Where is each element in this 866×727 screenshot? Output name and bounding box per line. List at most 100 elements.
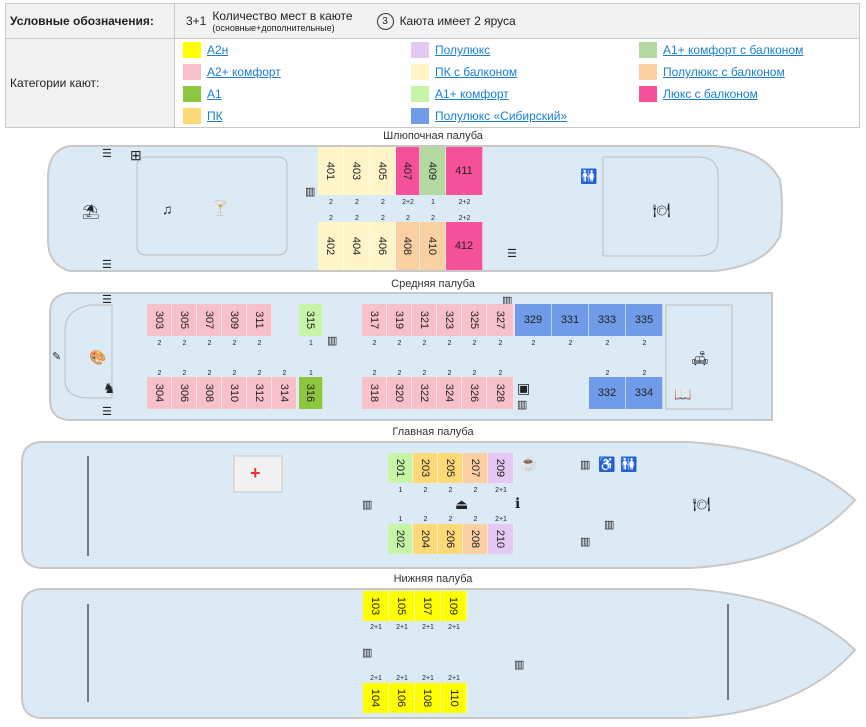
- palette-icon: 🎨: [89, 349, 107, 365]
- cabin-103[interactable]: 103: [363, 591, 389, 621]
- cabin-210[interactable]: 210: [488, 524, 514, 554]
- cabin-207[interactable]: 207: [463, 453, 488, 483]
- cabin-304[interactable]: 304: [147, 377, 172, 409]
- main-deck-hull: [21, 441, 857, 569]
- cabin-316[interactable]: 316: [299, 377, 323, 409]
- cabin-110[interactable]: 110: [441, 683, 467, 713]
- cabin-109[interactable]: 109: [441, 591, 467, 621]
- cabin-number: 410: [426, 236, 439, 256]
- category-swatch: [411, 86, 429, 102]
- category-link[interactable]: А2н: [207, 43, 229, 57]
- cabin-106[interactable]: 106: [389, 683, 415, 713]
- cabin-318[interactable]: 318: [362, 377, 387, 409]
- category-link[interactable]: Полулюкс: [435, 43, 491, 57]
- cabin-309[interactable]: 309: [222, 304, 247, 336]
- cabin-201[interactable]: 201: [388, 453, 413, 483]
- cabin-107[interactable]: 107: [415, 591, 441, 621]
- category-link[interactable]: А2+ комфорт: [207, 65, 281, 79]
- cabin-306[interactable]: 306: [172, 377, 197, 409]
- cabin-328[interactable]: 328: [487, 377, 514, 409]
- cabin-326[interactable]: 326: [462, 377, 487, 409]
- category-link[interactable]: А1: [207, 87, 222, 101]
- cabin-314[interactable]: 314: [272, 377, 297, 409]
- cabin-331[interactable]: 331: [552, 304, 589, 336]
- cabin-311[interactable]: 311: [247, 304, 272, 336]
- cabin-108[interactable]: 108: [415, 683, 441, 713]
- cabin-209[interactable]: 209: [488, 453, 514, 483]
- cabin-capacity: 1: [398, 516, 403, 523]
- cabin-315[interactable]: 315: [299, 304, 323, 336]
- cabin-317[interactable]: 317: [362, 304, 387, 336]
- cabin-205[interactable]: 205: [438, 453, 463, 483]
- cabin-335[interactable]: 335: [626, 304, 663, 336]
- cabin-312[interactable]: 312: [247, 377, 272, 409]
- cabin-number: 206: [443, 529, 456, 549]
- cabin-capacity: 2: [397, 370, 402, 377]
- cabin-324[interactable]: 324: [437, 377, 462, 409]
- cabin-305[interactable]: 305: [172, 304, 197, 336]
- cabin-322[interactable]: 322: [412, 377, 437, 409]
- cabin-number: 106: [395, 688, 408, 708]
- cabin-number: 306: [177, 383, 190, 403]
- cabin-206[interactable]: 206: [438, 524, 463, 554]
- cabin-capacity: 2: [568, 340, 573, 347]
- cabin-number: 334: [634, 387, 654, 399]
- legend-title: Условные обозначения:: [10, 14, 154, 28]
- cabin-number: 303: [152, 310, 165, 330]
- cabin-332[interactable]: 332: [589, 377, 626, 409]
- cabin-409[interactable]: 409: [420, 147, 446, 195]
- cabin-408[interactable]: 408: [396, 222, 420, 270]
- cabin-320[interactable]: 320: [387, 377, 412, 409]
- cabin-412[interactable]: 412: [446, 222, 483, 270]
- cabin-307[interactable]: 307: [197, 304, 222, 336]
- cabin-403[interactable]: 403: [344, 147, 370, 195]
- cabin-204[interactable]: 204: [413, 524, 438, 554]
- cabin-203[interactable]: 203: [413, 453, 438, 483]
- category-link[interactable]: ПК с балконом: [435, 65, 518, 79]
- category-swatch: [411, 64, 429, 80]
- stairs-icon: ☰: [102, 148, 112, 160]
- cabin-308[interactable]: 308: [197, 377, 222, 409]
- cabin-405[interactable]: 405: [370, 147, 396, 195]
- cabin-capacity: 2: [381, 215, 385, 222]
- category-link[interactable]: А1+ комфорт с балконом: [663, 43, 804, 57]
- sofa-icon: 🛋: [691, 350, 709, 366]
- cabin-310[interactable]: 310: [222, 377, 247, 409]
- cabin-406[interactable]: 406: [370, 222, 396, 270]
- cabin-411[interactable]: 411: [446, 147, 483, 195]
- cabin-319[interactable]: 319: [387, 304, 412, 336]
- restaurant-icon: 🍽: [693, 496, 711, 512]
- iron-icon: ⏏: [455, 496, 469, 512]
- cabin-333[interactable]: 333: [589, 304, 626, 336]
- cabin-407[interactable]: 407: [396, 147, 420, 195]
- category-link[interactable]: ПК: [207, 109, 223, 123]
- cabin-number: 316: [304, 383, 317, 403]
- music-icon: ♫: [162, 201, 173, 217]
- cabin-329[interactable]: 329: [515, 304, 552, 336]
- accessibility-icon: ♿: [598, 456, 616, 472]
- cabin-410[interactable]: 410: [420, 222, 446, 270]
- cabin-208[interactable]: 208: [463, 524, 488, 554]
- cabin-202[interactable]: 202: [388, 524, 413, 554]
- cabin-334[interactable]: 334: [626, 377, 663, 409]
- cabin-321[interactable]: 321: [412, 304, 437, 336]
- category-link[interactable]: Люкс с балконом: [663, 87, 758, 101]
- category-item: Полулюкс: [411, 39, 639, 61]
- category-link[interactable]: А1+ комфорт: [435, 87, 509, 101]
- category-link[interactable]: Полулюкс с балконом: [663, 65, 785, 79]
- cabin-capacity: 2: [531, 340, 536, 347]
- legend-title-cell: Условные обозначения:: [5, 3, 175, 39]
- cabin-105[interactable]: 105: [389, 591, 415, 621]
- category-link[interactable]: Полулюкс «Сибирский»: [435, 109, 568, 123]
- cabin-number: 308: [202, 383, 215, 403]
- cabin-104[interactable]: 104: [363, 683, 389, 713]
- cabin-303[interactable]: 303: [147, 304, 172, 336]
- cabin-323[interactable]: 323: [437, 304, 462, 336]
- cabin-325[interactable]: 325: [462, 304, 487, 336]
- cabin-number: 311: [252, 311, 265, 329]
- cabin-402[interactable]: 402: [318, 222, 344, 270]
- cabin-401[interactable]: 401: [318, 147, 344, 195]
- cabin-404[interactable]: 404: [344, 222, 370, 270]
- cabin-327[interactable]: 327: [487, 304, 514, 336]
